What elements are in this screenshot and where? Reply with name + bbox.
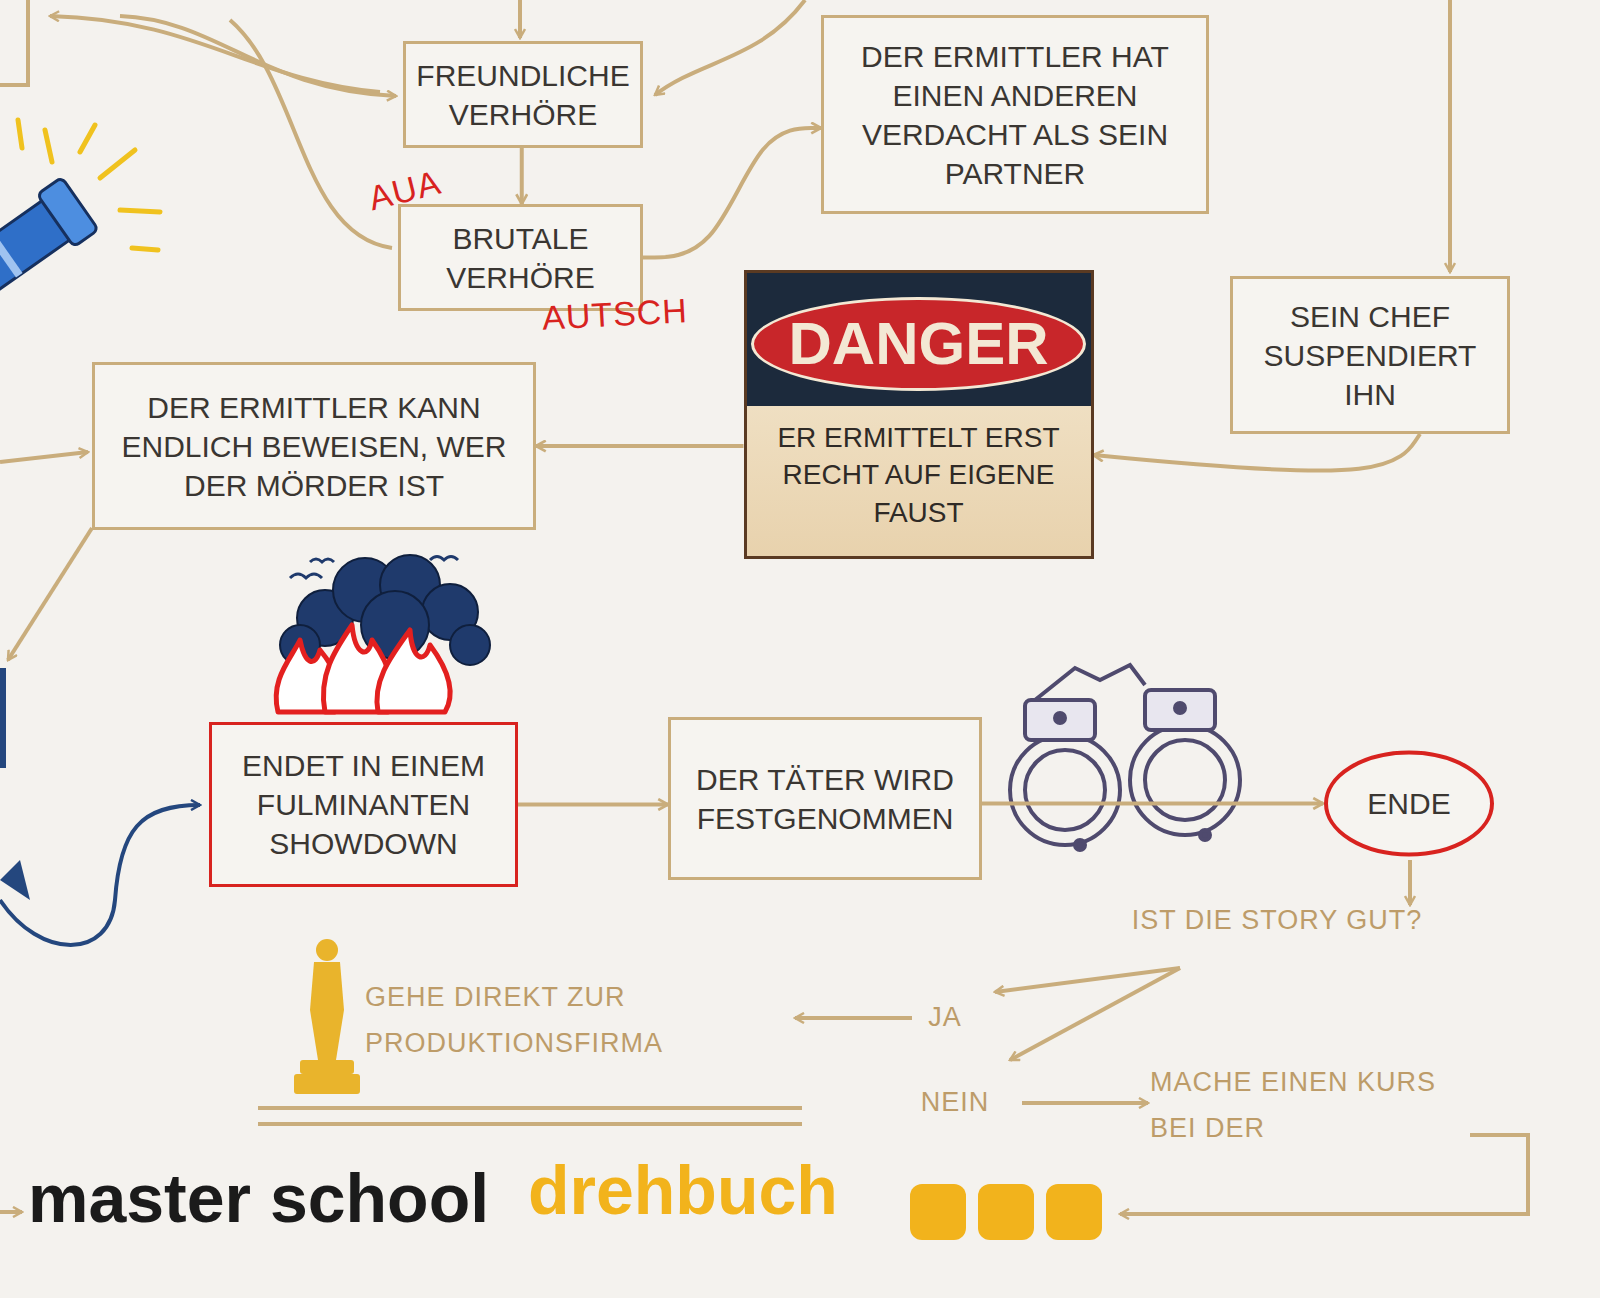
danger-sign: DANGER ER ERMITTELT ERST RECHT AUF EIGENE… xyxy=(744,270,1094,559)
node-text: SEIN CHEF SUSPENDIERT IHN xyxy=(1241,297,1499,414)
fire-cloud xyxy=(276,555,490,712)
showdown-box: ENDET IN EINEM FULMINANTEN SHOWDOWN xyxy=(209,722,518,887)
process-box: SEIN CHEF SUSPENDIERT IHN xyxy=(1230,276,1510,434)
node-text: FREUNDLICHE VERHÖRE xyxy=(414,56,632,134)
node-text: DER ERMITTLER KANN ENDLICH BEWEISEN, WER… xyxy=(103,388,525,505)
node-text: BRUTALE VERHÖRE xyxy=(409,219,632,297)
danger-heading: DANGER xyxy=(751,297,1085,391)
node-text: ENDE xyxy=(1367,784,1450,823)
node-text: ER ERMITTELT ERST RECHT AUF EIGENE FAUST xyxy=(751,419,1087,532)
flow-arrow xyxy=(982,802,1323,806)
flow-arrow xyxy=(536,444,744,448)
blue-plug xyxy=(0,860,30,900)
handwritten-note: MACHE EINEN KURS BEI DER xyxy=(1150,1060,1470,1152)
handcuffs xyxy=(1010,665,1240,850)
node-text: DER TÄTER WIRD FESTGENOMMEN xyxy=(679,760,971,838)
handwritten-note: GEHE DIREKT ZUR PRODUKTIONSFIRMA xyxy=(365,975,785,1067)
logo-squares xyxy=(910,1184,1102,1240)
flow-arrow xyxy=(643,128,821,258)
blue-device xyxy=(0,668,6,768)
process-box: DER ERMITTLER KANN ENDLICH BEWEISEN, WER… xyxy=(92,362,536,530)
handwritten-note: AUTSCH xyxy=(519,281,712,349)
flow-arrow xyxy=(518,803,668,807)
end-ellipse: ENDE xyxy=(1323,750,1495,857)
process-box: DER ERMITTLER HAT EINEN ANDEREN VERDACHT… xyxy=(821,15,1209,214)
flow-arrow xyxy=(1094,434,1421,471)
process-box: FREUNDLICHE VERHÖRE xyxy=(403,41,643,148)
logo-text: master school xyxy=(28,1158,548,1240)
node-text: DER ERMITTLER HAT EINEN ANDEREN VERDACHT… xyxy=(832,37,1198,193)
node-text: ENDET IN EINEM FULMINANTEN SHOWDOWN xyxy=(220,746,507,863)
flow-arrow xyxy=(520,148,524,204)
blue-wire xyxy=(0,805,200,945)
handwritten-note: JA xyxy=(915,995,975,1041)
flashlight xyxy=(0,120,160,307)
process-box: DER TÄTER WIRD FESTGENOMMEN xyxy=(668,717,982,880)
oscar-statue xyxy=(294,939,360,1094)
logo-text: drehbuch xyxy=(528,1150,908,1232)
flow-lines xyxy=(0,0,1450,1212)
handwritten-note: NEIN xyxy=(905,1080,1005,1126)
handwritten-note: IST DIE STORY GUT? xyxy=(1112,898,1442,944)
